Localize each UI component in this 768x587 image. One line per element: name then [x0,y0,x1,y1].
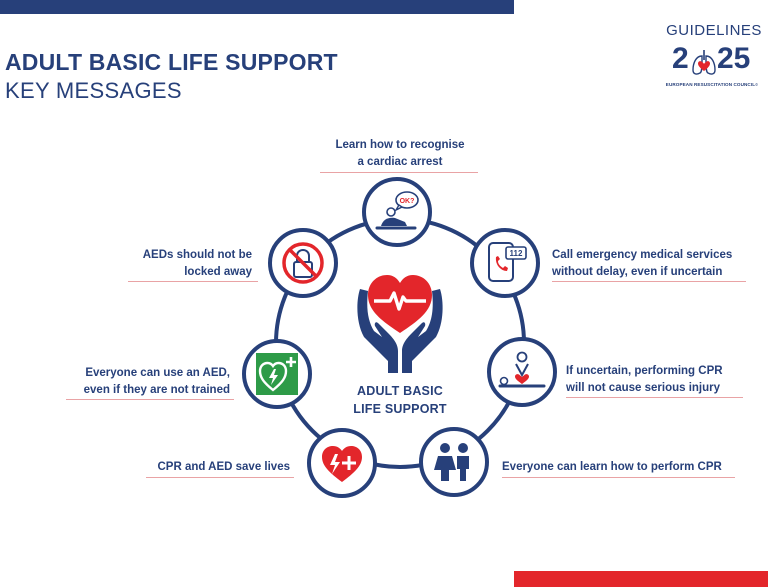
lungs-heart-icon [692,50,716,75]
bottom-accent-bar [514,571,768,587]
node-call: 112 [470,228,540,298]
label-cpr-safe-underline [566,397,743,398]
badge-112-text: 112 [510,249,523,258]
label-save: CPR and AED save lives [157,461,290,473]
label-not-locked: AEDs should not be locked away [142,249,252,278]
node-learn [419,427,489,497]
top-accent-bar [0,0,514,14]
logo-digit-2: 2 [672,42,689,75]
label-cpr-safe: If uncertain, performing CPR will not ca… [566,365,723,394]
heart-shock-icon [322,446,362,482]
label-not-locked-underline [128,281,258,282]
node-not-locked [268,228,338,298]
aed-sign-icon [256,353,298,395]
label-learn-underline [502,477,735,478]
erc-logo: GUIDELINES 2 25 EUROPEAN RESUSCITATION C… [662,20,762,92]
heart-in-hands-icon [357,275,443,373]
no-padlock-icon [282,242,324,284]
logo-org-name: EUROPEAN RESUSCITATION COUNCIL© [665,82,759,87]
label-call: Call emergency medical services without … [552,249,733,278]
label-learn: Everyone can learn how to perform CPR [502,461,722,473]
node-recognise: OK? [362,177,432,247]
center-title: ADULT BASIC LIFE SUPPORT [353,384,447,416]
logo-digits-25: 25 [717,42,751,75]
badge-ok-text: OK? [400,198,415,205]
page-title: ADULT BASIC LIFE SUPPORT [5,49,338,75]
node-save [307,428,377,498]
phone-112-icon: 112 [488,242,527,282]
cpr-chest-icon [498,351,546,388]
label-recognise: Learn how to recognise a cardiac arrest [335,139,465,168]
label-everyone-aed-underline [66,399,234,400]
two-people-icon [434,443,469,481]
label-call-underline [552,281,746,282]
person-collapsed-icon: OK? [375,191,419,230]
node-cpr-safe [487,337,557,407]
page-subtitle: KEY MESSAGES [5,78,182,103]
label-everyone-aed: Everyone can use an AED, even if they ar… [83,367,230,396]
logo-guidelines-text: GUIDELINES [666,22,762,39]
node-everyone-aed [242,339,312,409]
label-recognise-underline [320,172,478,173]
label-save-underline [146,477,294,478]
